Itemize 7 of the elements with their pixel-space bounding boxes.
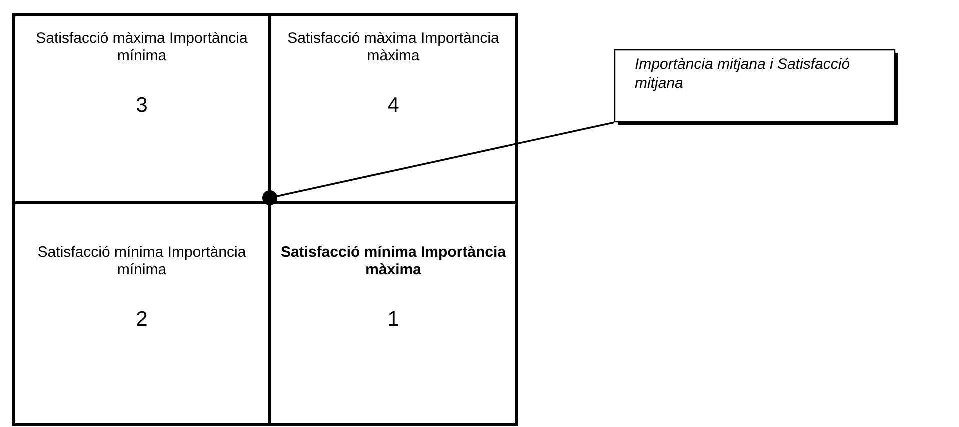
center-dot [262, 190, 278, 206]
leader-line [277, 122, 615, 198]
quadrant-box: Satisfacció mínima Importància màxima 1 [268, 202, 518, 426]
quadrant-box: Satisfacció màxima Importància mínima 3 [12, 14, 272, 204]
quadrant-box: Satisfacció màxima Importància màxima 4 [268, 14, 518, 204]
callout-box: Importància mitjana i Satisfacció mitjana [614, 49, 898, 125]
quadrant-box: Satisfacció mínima Importància mínima 2 [12, 202, 272, 426]
